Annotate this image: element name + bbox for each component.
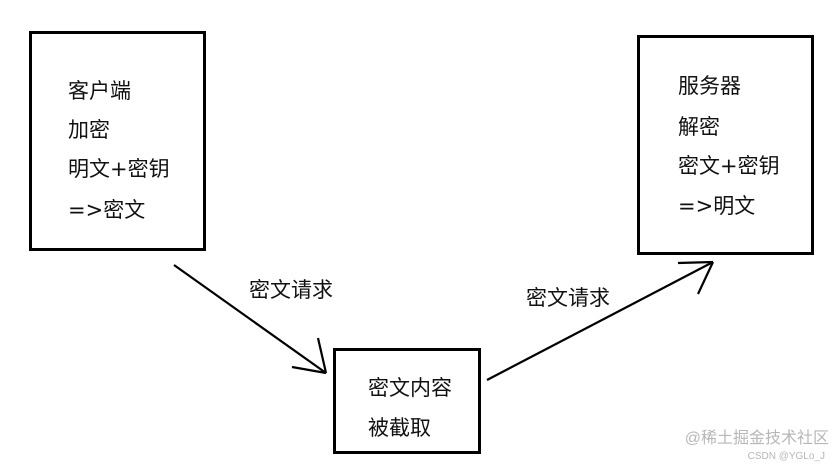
arrow-client-to-intercept xyxy=(173,264,328,375)
watermark-main: @稀土掘金技术社区 xyxy=(684,430,829,447)
edge-label-intercept-to-server: 密文请求 xyxy=(526,286,610,310)
server-line-3: 密文+密钥 xyxy=(678,154,780,178)
client-line-1: 客户端 xyxy=(68,79,131,103)
server-line-4: =>明文 xyxy=(678,194,756,218)
client-box: 客户端 加密 明文+密钥 =>密文 xyxy=(29,31,206,251)
server-line-1: 服务器 xyxy=(678,74,741,98)
watermark-secondary: CSDN @YGLo_J xyxy=(747,451,825,462)
edge-label-client-to-intercept: 密文请求 xyxy=(249,278,333,302)
client-line-3: 明文+密钥 xyxy=(68,157,170,181)
intercept-line-1: 密文内容 xyxy=(368,376,452,400)
client-line-2: 加密 xyxy=(68,118,110,142)
intercept-line-2: 被截取 xyxy=(368,416,431,440)
arrow-intercept-to-server xyxy=(486,260,714,381)
intercept-box: 密文内容 被截取 xyxy=(333,348,481,454)
server-box: 服务器 解密 密文+密钥 =>明文 xyxy=(637,35,814,255)
client-line-4: =>密文 xyxy=(68,198,146,222)
server-line-2: 解密 xyxy=(678,115,720,139)
